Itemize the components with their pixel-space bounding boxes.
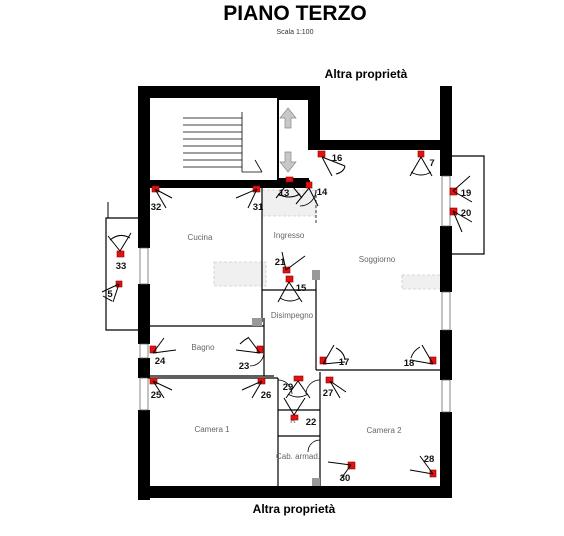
stair-arrow-up-icon — [279, 107, 297, 129]
camera-marker-15: 15 — [277, 275, 307, 303]
hatched-areas — [213, 189, 443, 290]
camera-marker-23: 23 — [235, 336, 264, 372]
camera-marker-25: 25 — [149, 377, 173, 401]
camera-marker-19: 19 — [449, 175, 473, 203]
svg-text:25: 25 — [151, 390, 162, 401]
svg-text:30: 30 — [340, 473, 351, 484]
camera-markers: 5 7 13 14 15 16 17 18 19 20 21 22 23 24 … — [101, 150, 473, 484]
svg-text:29: 29 — [283, 382, 294, 393]
camera-marker-18: 18 — [404, 344, 437, 369]
stairwell — [150, 98, 310, 184]
svg-text:7: 7 — [429, 158, 434, 169]
room-label-cucina: Cucina — [188, 233, 213, 242]
camera-marker-16: 16 — [317, 150, 346, 177]
svg-text:16: 16 — [332, 153, 343, 164]
svg-text:17: 17 — [339, 357, 350, 368]
camera-marker-24: 24 — [149, 337, 177, 367]
svg-text:31: 31 — [253, 202, 264, 213]
room-label-disimpegno: Disimpegno — [271, 311, 314, 320]
svg-text:32: 32 — [151, 202, 162, 213]
camera-marker-28: 28 — [409, 454, 437, 478]
camera-marker-7: 7 — [409, 150, 435, 177]
camera-marker-33: 33 — [107, 232, 132, 272]
interior-walls — [148, 188, 440, 486]
room-label-soggiorno: Soggiorno — [359, 255, 396, 264]
svg-text:21: 21 — [275, 257, 286, 268]
svg-text:26: 26 — [261, 390, 272, 401]
camera-marker-20: 20 — [449, 207, 473, 233]
camera-marker-13: 13 — [275, 176, 303, 199]
room-labels: Cucina Ingresso Soggiorno Disimpegno Bag… — [188, 231, 403, 461]
room-label-ingresso: Ingresso — [274, 231, 305, 240]
neighbor-label-top: Altra proprietà — [325, 67, 408, 81]
camera-marker-27: 27 — [323, 376, 347, 399]
svg-text:33: 33 — [116, 261, 127, 272]
balcony-right — [452, 155, 485, 255]
svg-text:22: 22 — [306, 417, 317, 428]
page-title: PIANO TERZO — [223, 2, 367, 25]
camera-marker-30: 30 — [327, 461, 356, 484]
svg-text:24: 24 — [155, 356, 166, 367]
camera-marker-21: 21 — [275, 251, 306, 274]
svg-text:18: 18 — [404, 358, 415, 369]
room-label-camera1: Camera 1 — [194, 425, 230, 434]
room-label-ripostiglio: R — [290, 416, 296, 425]
balcony-left — [105, 202, 138, 331]
svg-text:5: 5 — [107, 289, 113, 300]
stair-arrow-down-icon — [279, 151, 297, 173]
svg-text:20: 20 — [461, 208, 472, 219]
room-label-bagno: Bagno — [191, 343, 215, 352]
room-label-cab-armadio: Cab. armad. — [276, 452, 320, 461]
svg-text:14: 14 — [317, 187, 328, 198]
camera-marker-29: 29 — [283, 375, 311, 399]
neighbor-label-bottom: Altra proprietà — [253, 502, 336, 516]
svg-text:23: 23 — [239, 361, 250, 372]
room-label-camera2: Camera 2 — [366, 426, 402, 435]
stair-steps — [183, 112, 263, 173]
camera-marker-32: 32 — [151, 185, 173, 213]
scale-label: Scala 1:100 — [277, 29, 314, 36]
camera-marker-31: 31 — [235, 185, 264, 213]
camera-marker-17: 17 — [319, 344, 350, 368]
camera-marker-14: 14 — [295, 181, 328, 207]
svg-text:28: 28 — [424, 454, 435, 465]
svg-text:15: 15 — [296, 283, 307, 294]
outer-walls — [138, 86, 452, 500]
windows — [139, 175, 451, 413]
camera-marker-5: 5 — [101, 280, 123, 303]
svg-text:19: 19 — [461, 188, 472, 199]
svg-text:27: 27 — [323, 388, 334, 399]
camera-marker-22: 22 — [283, 397, 317, 428]
camera-marker-26: 26 — [241, 377, 272, 401]
svg-text:13: 13 — [279, 188, 290, 199]
